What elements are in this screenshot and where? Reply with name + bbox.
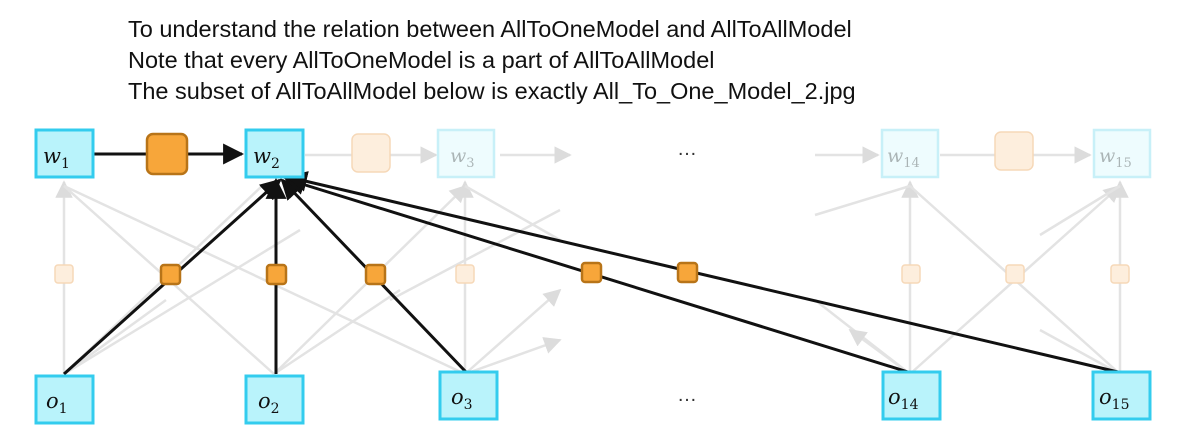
highlighted-factors (145, 132, 699, 286)
factor-o1-w2 (159, 263, 182, 286)
factor-o15-w2 (676, 261, 699, 284)
svg-text:o3: o3 (451, 385, 473, 413)
node-o14-box (881, 370, 942, 421)
node-w3-box (436, 128, 496, 179)
node-o1-box (34, 374, 95, 425)
faded-edge (389, 208, 561, 302)
faded-edge (1039, 184, 1121, 237)
svg-text:w1: w1 (43, 144, 70, 172)
faded-factor-large (994, 131, 1034, 171)
node-w14-sub: 14 (903, 156, 920, 171)
node-o3-sub: 3 (464, 397, 473, 413)
node-w15-base: w (1099, 145, 1115, 167)
node-w2-box (244, 128, 305, 179)
svg-text:o1: o1 (46, 389, 68, 417)
faded-factors (54, 131, 1130, 284)
faded-edge (63, 298, 167, 376)
node-o2: o2 (258, 389, 280, 417)
factor-o2-w2 (265, 263, 288, 286)
node-w1-base: w (43, 144, 61, 168)
faded-factor (1005, 264, 1025, 284)
node-o14-base: o (888, 385, 901, 409)
faded-edge (273, 288, 401, 376)
edge-o15-to-w2 (285, 171, 1119, 374)
faded-factor (54, 264, 74, 284)
node-o1-sub: 1 (59, 401, 68, 417)
node-o15: o15 (1099, 385, 1129, 413)
svg-text:w3: w3 (450, 145, 475, 171)
factor-o14-w2 (580, 261, 603, 284)
faded-edge (464, 184, 561, 242)
faded-factor (455, 264, 475, 284)
faded-factor (1110, 264, 1130, 284)
node-w15-sub: 15 (1115, 156, 1132, 171)
caption-line-2: Note that every AllToOneModel is a part … (128, 47, 715, 73)
node-w1-box (34, 128, 95, 179)
node-o15-sub: 15 (1112, 397, 1130, 413)
svg-text:w2: w2 (253, 144, 280, 172)
faded-nodes (436, 128, 1152, 179)
svg-text:w14: w14 (887, 145, 920, 171)
ellipsis-bottom: … (677, 384, 697, 406)
node-w2-base: w (253, 144, 271, 168)
factor-w1-w2 (145, 132, 189, 176)
node-o3-base: o (451, 385, 464, 409)
node-w2: w2 (253, 144, 280, 172)
highlighted-node-boxes (34, 128, 1152, 425)
node-o3-box (438, 370, 499, 421)
node-o1-base: o (46, 389, 59, 413)
node-w3-sub: 3 (466, 156, 474, 171)
node-o14-sub: 14 (901, 397, 919, 413)
node-w14-box (880, 128, 940, 179)
node-o14: o14 (888, 385, 919, 413)
faded-edge (1039, 328, 1121, 376)
node-w14: w14 (887, 145, 920, 171)
node-o1: o1 (46, 389, 68, 417)
node-w3: w3 (450, 145, 475, 171)
caption: To understand the relation between AllTo… (128, 14, 856, 107)
caption-line-1: To understand the relation between AllTo… (128, 16, 852, 42)
faded-factor (901, 264, 921, 284)
node-o3: o3 (451, 385, 473, 413)
node-w14-base: w (887, 145, 903, 167)
svg-text:o14: o14 (888, 385, 919, 413)
node-w3-base: w (450, 145, 466, 167)
factor-o3-w2 (364, 263, 387, 286)
node-w1: w1 (43, 144, 70, 172)
faded-edge (848, 328, 911, 376)
faded-edge (814, 184, 911, 217)
svg-text:o2: o2 (258, 389, 280, 417)
faded-edge (63, 184, 466, 376)
ellipsis-top: … (677, 138, 697, 160)
node-w1-sub: 1 (61, 156, 70, 172)
node-w15-box (1092, 128, 1152, 179)
faded-edge (464, 288, 562, 375)
node-o2-base: o (258, 389, 271, 413)
caption-line-3: The subset of AllToAllModel below is exa… (128, 78, 856, 104)
faded-edge (464, 337, 562, 376)
faded-factor-large (351, 133, 391, 173)
node-w15: w15 (1099, 145, 1132, 171)
node-o15-box (1091, 370, 1152, 421)
node-o2-sub: 2 (271, 401, 280, 417)
node-o2-box (244, 374, 305, 425)
faded-edge (63, 228, 301, 376)
node-w2-sub: 2 (271, 156, 280, 172)
svg-text:w15: w15 (1099, 145, 1132, 171)
node-o15-base: o (1099, 385, 1112, 409)
svg-text:o15: o15 (1099, 385, 1129, 413)
